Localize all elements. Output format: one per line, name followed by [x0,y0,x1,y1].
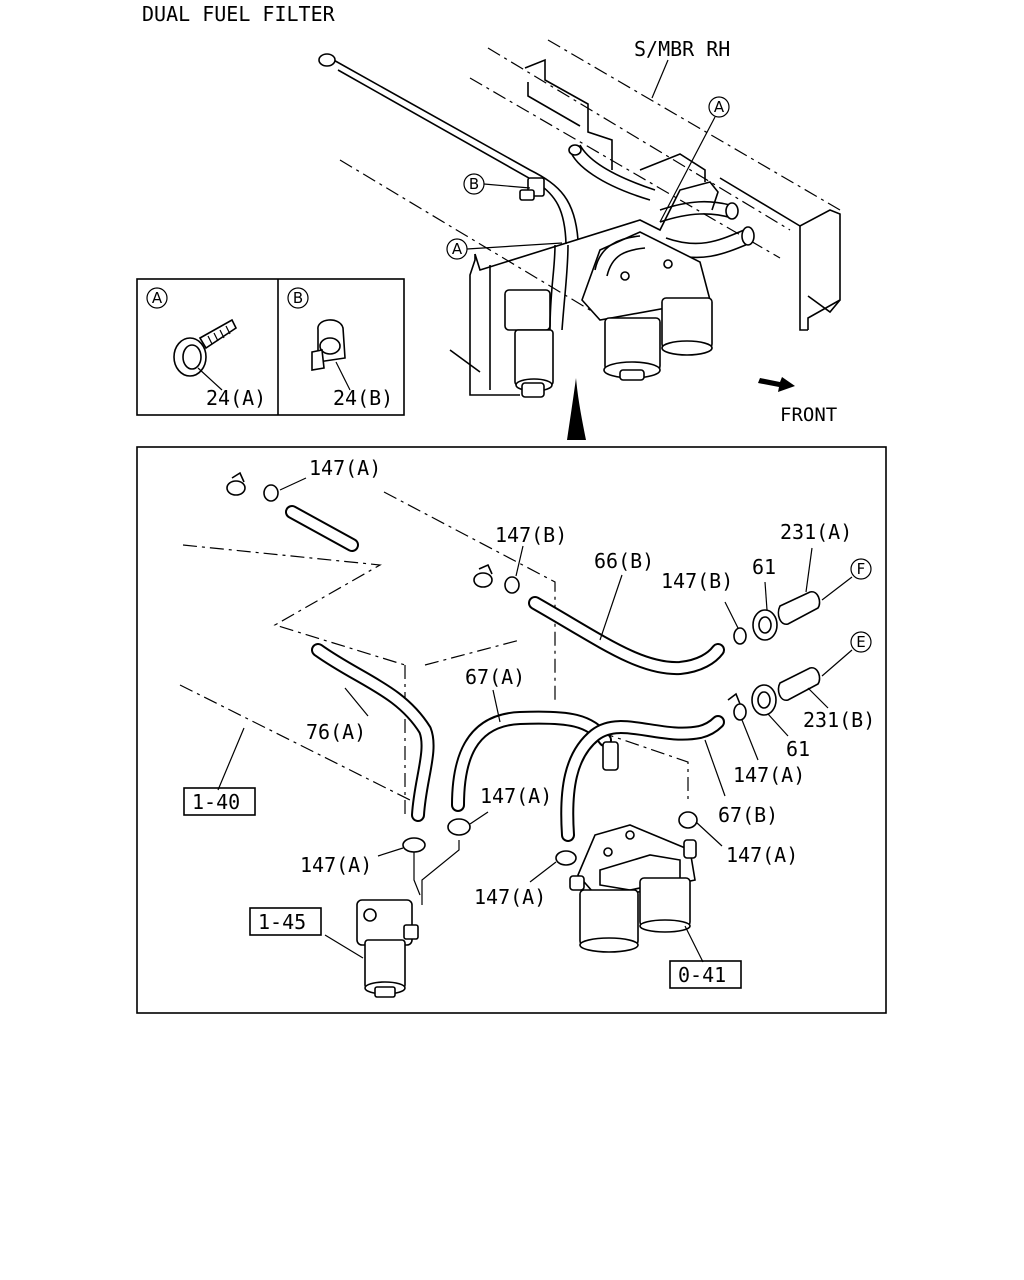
detail-pointer-arrow [567,378,586,440]
inset-callout-a: A [152,289,163,307]
label-231a: 231(A) [780,520,852,544]
label-147a-lower: 147(A) [474,885,546,909]
label-61-bottom: 61 [786,737,810,761]
label-147a-right: 147(A) [726,843,798,867]
ref-box-0-41: 0-41 [678,963,726,987]
label-67a: 67(A) [465,665,525,689]
label-147a-far: 147(A) [733,763,805,787]
overview-callout-a-right: A [714,98,725,116]
front-arrow-icon [758,377,795,392]
label-147a-center: 147(A) [480,784,552,808]
overview-illustration: S/MBR RH [318,37,841,440]
ref-box-1-45: 1-45 [258,910,306,934]
single-filter [324,840,460,998]
diagram-title: DUAL FUEL FILTER [142,2,336,26]
dual-filter-assembly [569,824,704,963]
clip-inset: A B 24(A) 24(B) [136,278,405,416]
overview-callout-b: B [469,175,479,193]
tie-band-clip [173,318,238,377]
frame-label: S/MBR RH [634,37,730,61]
inset-part-b: 24(B) [333,386,393,410]
label-76a: 76(A) [306,720,366,744]
inset-callout-b: B [293,289,303,307]
connection-e-callout: E [856,633,865,651]
label-147a-left: 147(A) [300,853,372,877]
overview-callout-a-left: A [452,240,463,258]
label-147a-top: 147(A) [309,456,381,480]
label-61-top: 61 [752,555,776,579]
label-66b: 66(B) [594,549,654,573]
connection-f-callout: F [857,560,866,578]
detail-view: F E [136,446,887,1014]
inset-part-a: 24(A) [206,386,266,410]
front-label: FRONT [780,404,837,426]
label-231b: 231(B) [803,708,875,732]
label-147b-right: 147(B) [661,569,733,593]
hose-clip [311,319,346,371]
ref-box-1-40: 1-40 [192,790,240,814]
label-147b-mid: 147(B) [495,523,567,547]
label-67b: 67(B) [718,803,778,827]
